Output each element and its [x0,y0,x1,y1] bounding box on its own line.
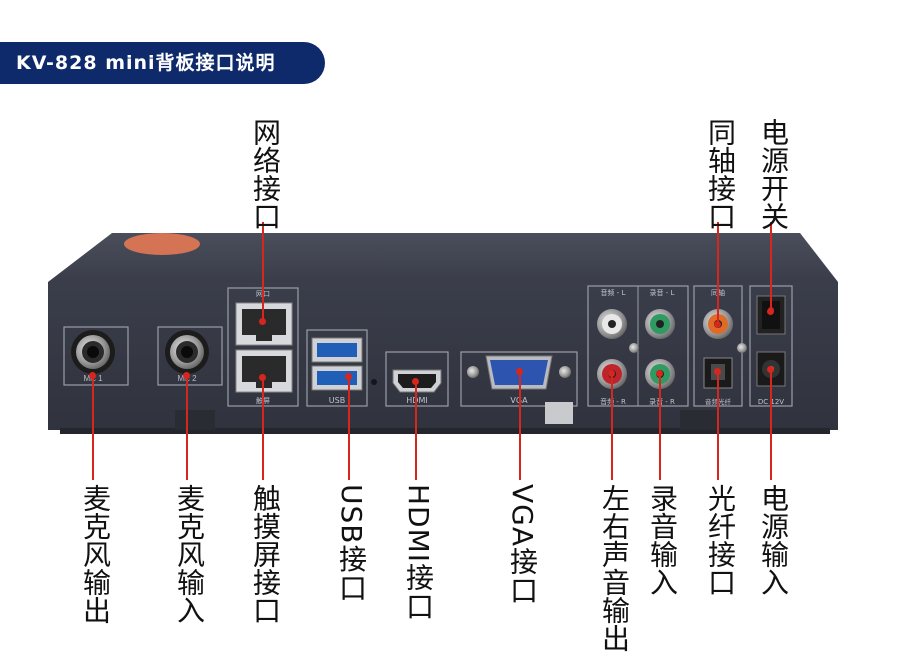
leader-line-hdmi [415,382,417,480]
label-usb-port: USB接口 [335,484,368,603]
leader-line-mic-out [92,376,94,480]
leader-dot-lr-out [608,370,615,377]
device-bottom-edge [60,428,830,434]
hdmi-label: HDMI [406,396,427,405]
leader-dot-mic-out [89,372,96,379]
leader-line-lr-out [611,374,613,480]
rec-r-label: 录音 - R [649,397,675,406]
leader-dot-coax [714,321,721,328]
audio-r-label: 音频 - R [600,397,626,406]
label-vga-port: VGA接口 [506,484,539,606]
leader-dot-optical [714,368,721,375]
label-touch-port: 触摸屏接口 [249,484,282,624]
ground-screw [629,343,639,353]
usb-block: USB [306,329,368,407]
rec-in-left-rca[interactable] [645,309,675,339]
ground-screw [737,343,747,353]
audio-out-left-rca[interactable] [597,309,627,339]
leader-line-touch [262,378,264,480]
usb-port-2[interactable] [311,365,363,391]
leader-line-power-switch [770,222,772,314]
label-lr-out: 左右声音输出 [598,484,631,652]
label-hdmi-port: HDMI接口 [402,484,435,622]
leader-dot-power-switch [767,308,774,315]
touch-rj45-port[interactable] [235,349,293,393]
title-banner: KV-828 mini背板接口说明 [0,42,325,84]
leader-line-mic-in [186,376,188,480]
audio-l-label: 音频 - L [601,288,626,297]
label-power-in: 电源输入 [757,484,790,596]
rec-l-label: 录音 - L [650,288,675,297]
leader-dot-mic-in [183,372,190,379]
leader-line-rec-in [659,374,661,480]
label-coax-port: 同轴接口 [704,118,737,230]
leader-line-coax [717,222,719,326]
title-text: KV-828 mini背板接口说明 [16,52,276,74]
serial-sticker [545,402,573,424]
leader-line-power-in [770,370,772,480]
leader-line-usb [348,377,350,480]
screw-hole [371,379,377,385]
leader-line-network [262,222,264,322]
leader-dot-vga [516,368,523,375]
label-power-switch: 电源开关 [757,118,790,230]
device-foot [175,410,215,430]
hdmi-block: HDMI [385,351,449,407]
label-optical-port: 光纤接口 [704,484,737,596]
leader-dot-rec-in [656,370,663,377]
label-mic-in: 麦克风输入 [173,484,206,624]
brand-sticker [124,233,200,255]
leader-dot-touch [259,374,266,381]
usb-label: USB [329,396,345,405]
leader-line-vga [519,372,521,480]
leader-dot-network [259,318,266,325]
leader-dot-power-in [767,366,774,373]
label-mic-out: 麦克风输出 [79,484,112,624]
label-network-port: 网络接口 [249,118,282,230]
label-rec-in: 录音输入 [646,484,679,596]
mic2-jack[interactable]: Mic 2 [157,326,223,386]
usb-port-1[interactable] [311,337,363,363]
leader-dot-usb [345,373,352,380]
device-foot [680,410,720,430]
device-top-lid [48,233,838,282]
leader-line-optical [717,372,719,480]
leader-dot-hdmi [412,378,419,385]
